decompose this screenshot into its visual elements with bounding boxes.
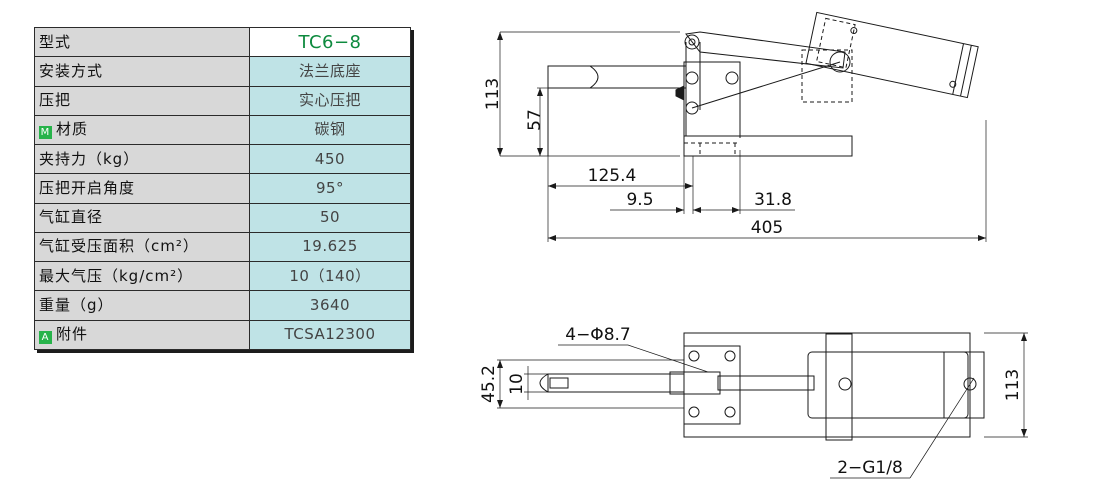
dim-offset-b: 31.8 — [754, 190, 792, 210]
spec-label-cell: 气缸直径 — [34, 202, 250, 233]
spec-value: 实心压把 — [249, 85, 411, 116]
spec-label: 最大气压（kg/cm²） — [39, 266, 194, 285]
spec-value: TCSA12300 — [249, 319, 411, 351]
side-view — [497, 11, 987, 242]
spec-label-cell: 重量（g） — [34, 290, 250, 321]
top-body-outline — [683, 332, 971, 438]
spec-row: 气缸直径 50 — [34, 202, 411, 233]
spec-label-cell: 型式 — [34, 26, 250, 58]
spec-label: 材质 — [56, 120, 89, 139]
spec-label-cell: 最大气压（kg/cm²） — [34, 261, 250, 292]
spec-badge-icon: A — [39, 331, 52, 345]
dim-width-base: 45.2 — [479, 365, 499, 403]
side-base-plate — [683, 135, 853, 157]
top-clamp-bar — [547, 373, 685, 393]
side-cylinder-pivot — [829, 51, 851, 73]
top-base-plate — [683, 345, 741, 425]
dim-height-total-side: 113 — [483, 78, 503, 110]
spec-label: 附件 — [56, 325, 89, 344]
spec-row: 压把 实心压把 — [34, 85, 411, 116]
spec-label-cell: 夹持力（kg） — [34, 144, 250, 175]
side-spindle-tip — [675, 85, 685, 101]
spec-value: 50 — [249, 202, 411, 233]
spec-value: 碳钢 — [249, 114, 411, 146]
top-cylinder-bracket — [825, 333, 853, 441]
dim-offset-a: 9.5 — [626, 190, 653, 210]
spec-row: 夹持力（kg） 450 — [34, 144, 411, 175]
top-view — [497, 332, 1028, 479]
side-pivot-mid — [685, 71, 699, 85]
spec-row: M 材质 碳钢 — [34, 114, 411, 146]
dim-port: 2−G1/8 — [837, 458, 903, 478]
spec-label: 气缸受压面积（cm²） — [39, 237, 199, 256]
dim-length-total: 405 — [751, 218, 783, 238]
side-linkage-arm — [685, 31, 846, 69]
spec-label: 压把开启角度 — [39, 178, 136, 197]
dim-reach: 125.4 — [588, 166, 637, 186]
spec-label: 重量（g） — [39, 296, 114, 315]
spec-label-cell: 气缸受压面积（cm²） — [34, 231, 250, 263]
spec-row: 压把开启角度 95° — [34, 173, 411, 204]
spec-label: 夹持力（kg） — [39, 149, 140, 168]
dim-holes: 4−Φ8.7 — [565, 325, 630, 345]
spec-value: 450 — [249, 144, 411, 175]
spec-badge-icon: M — [39, 126, 52, 140]
spec-label: 气缸直径 — [39, 208, 104, 227]
spec-value: 95° — [249, 173, 411, 204]
spec-label-cell: A 附件 — [34, 319, 250, 351]
side-body — [683, 61, 741, 137]
spec-label: 安装方式 — [39, 61, 104, 80]
dim-height-total-top: 113 — [1003, 369, 1023, 401]
spec-row: 最大气压（kg/cm²） 10（140） — [34, 261, 411, 292]
spec-label: 型式 — [39, 32, 72, 51]
spec-value: 3640 — [249, 290, 411, 321]
side-pivot-link — [725, 71, 739, 85]
spec-label-cell: 压把开启角度 — [34, 173, 250, 204]
side-pivot-top — [684, 34, 700, 50]
spec-label-cell: 压把 — [34, 85, 250, 116]
top-cylinder — [807, 351, 969, 419]
side-cylinder — [805, 11, 979, 99]
dim-bar-width: 10 — [507, 373, 527, 395]
spec-row: 重量（g） 3640 — [34, 290, 411, 321]
spec-label: 压把 — [39, 91, 72, 110]
spec-value: 10（140） — [249, 261, 411, 292]
dim-height-clamp: 57 — [525, 109, 545, 131]
spec-value: TC6−8 — [249, 26, 411, 58]
spec-row: A 附件 TCSA12300 — [34, 319, 411, 351]
spec-row: 型式 TC6−8 — [34, 26, 411, 58]
spec-label-cell: M 材质 — [34, 114, 250, 146]
top-piston-rod — [717, 375, 815, 391]
spec-value: 法兰底座 — [249, 56, 411, 87]
side-clamp-bar — [547, 65, 687, 89]
